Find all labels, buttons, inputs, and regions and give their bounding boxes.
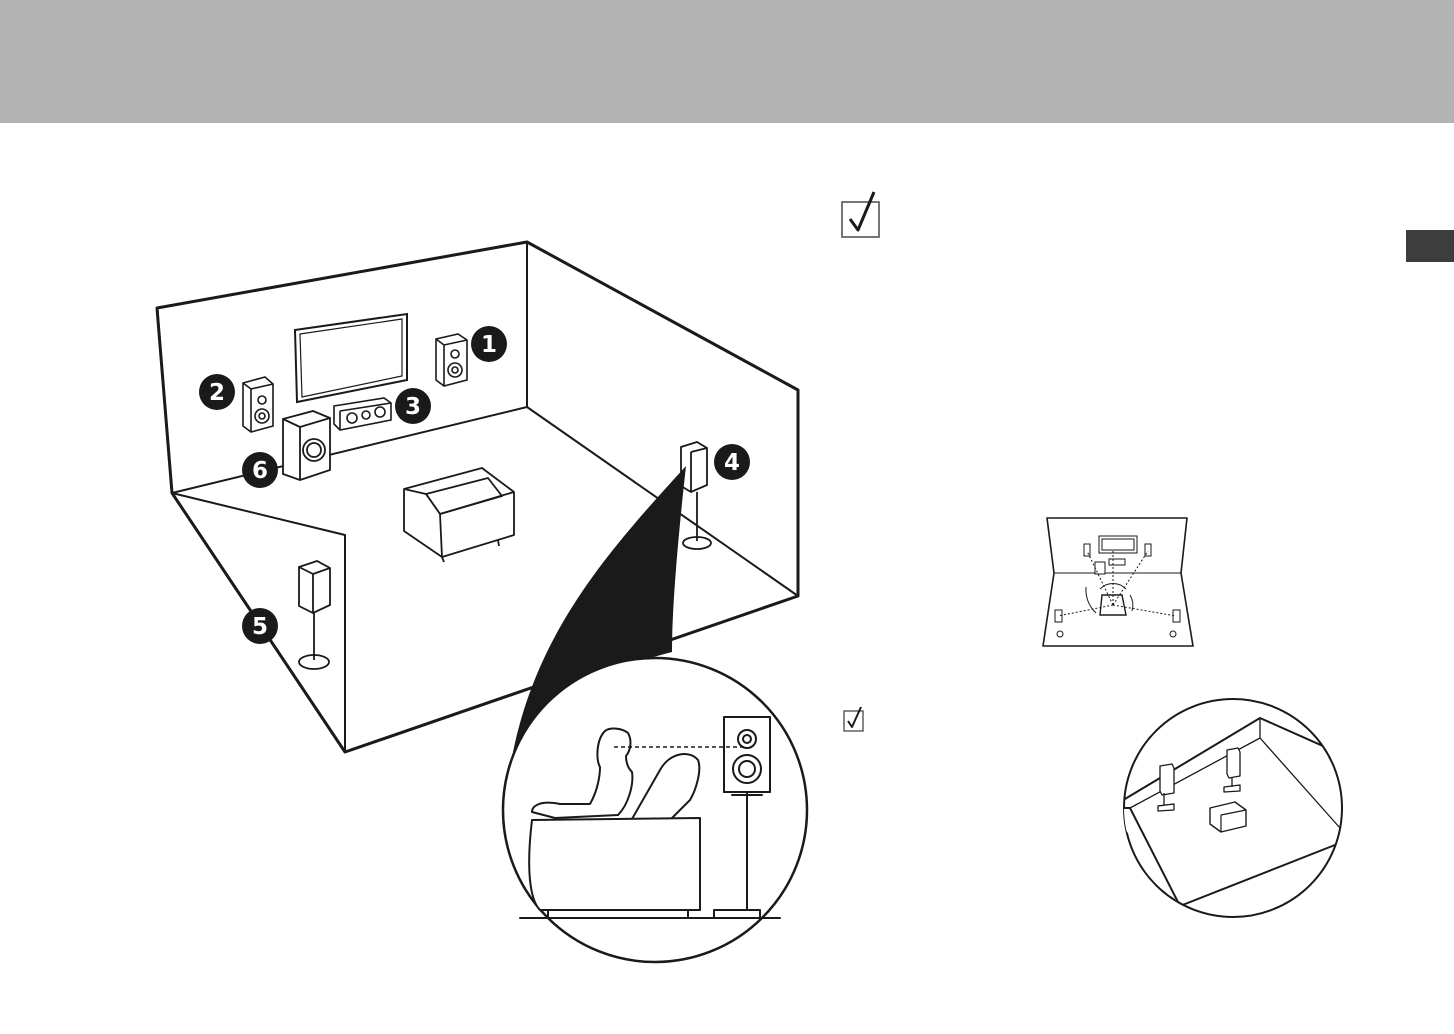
marker-front-left: 2: [199, 374, 235, 410]
marker-number: 4: [724, 450, 740, 476]
surround-left-speaker-icon: [299, 561, 330, 669]
sofa-icon: [404, 468, 514, 562]
marker-center: 3: [395, 388, 431, 424]
marker-number: 3: [405, 394, 421, 420]
marker-number: 1: [481, 332, 497, 358]
front-right-speaker-icon: [436, 334, 467, 386]
marker-surround-right: 4: [714, 444, 750, 480]
checkbox-checked-icon: [840, 190, 882, 240]
marker-front-right: 1: [471, 326, 507, 362]
front-left-speaker-icon: [243, 377, 273, 432]
checkbox-checked-small-icon: [842, 705, 866, 733]
speaker-angle-top-view: [1040, 515, 1196, 651]
marker-number: 6: [252, 458, 268, 484]
tv-icon: [295, 314, 407, 402]
alternate-placement-detail: [1120, 698, 1348, 922]
room-left-corner-edge: [157, 308, 172, 493]
marker-subwoofer: 6: [242, 452, 278, 488]
subwoofer-icon: [283, 411, 330, 480]
marker-number: 2: [209, 380, 225, 406]
listening-height-detail: [503, 658, 807, 962]
marker-number: 5: [252, 614, 268, 640]
marker-surround-left: 5: [242, 608, 278, 644]
center-speaker-icon: [334, 398, 391, 430]
